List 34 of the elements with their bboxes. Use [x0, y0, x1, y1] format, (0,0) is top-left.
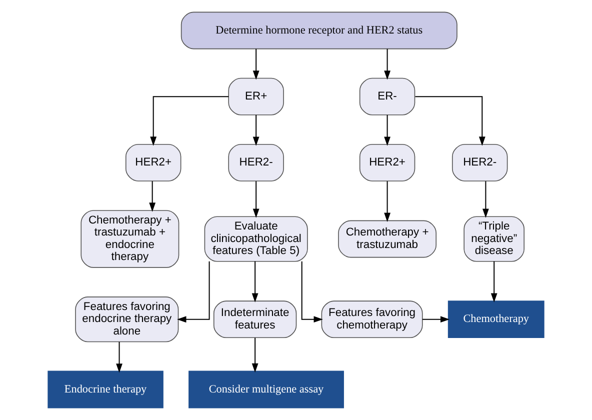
node-box: ER+ [228, 78, 284, 116]
arrow [384, 48, 390, 80]
node-box: HER2- [452, 144, 508, 182]
node-box: Consider multigene assay [188, 370, 344, 408]
arrow [384, 181, 390, 222]
arrow [252, 338, 258, 372]
node-box: Chemotherapy [448, 300, 544, 338]
node-box: HER2- [228, 144, 284, 182]
node-box: Evaluate clinicopathological features (Table 5) [204, 216, 308, 262]
node-box: “Triple negative” disease [464, 216, 524, 262]
arrow [490, 261, 498, 302]
arrow [482, 181, 489, 218]
node-box: Determine hormone receptor and HER2 status [180, 12, 458, 50]
node-box: ER- [359, 78, 416, 116]
arrow [177, 261, 210, 323]
node-box: HER2+ [359, 144, 416, 182]
arrow [301, 261, 323, 323]
node-box: Chemotherapy + trastuzumab [338, 220, 437, 258]
node-box: Features favoring endocrine therapy alone [75, 296, 179, 342]
node-box: Features favoring chemotherapy [321, 300, 423, 338]
arrow [116, 342, 122, 373]
arrow [149, 181, 156, 212]
arrow [252, 48, 260, 80]
node-box: Chemotherapy + trastuzumab + endocrine therapy [80, 210, 180, 268]
arrow [422, 316, 450, 323]
node-box: Endocrine therapy [48, 370, 164, 408]
arrow [252, 181, 260, 218]
node-box: HER2+ [125, 144, 182, 182]
arrow [384, 115, 390, 146]
node-box: Indeterminate features [213, 300, 297, 338]
arrow [150, 96, 229, 146]
arrow [252, 261, 258, 302]
arrow [252, 115, 260, 146]
arrow [415, 96, 486, 146]
